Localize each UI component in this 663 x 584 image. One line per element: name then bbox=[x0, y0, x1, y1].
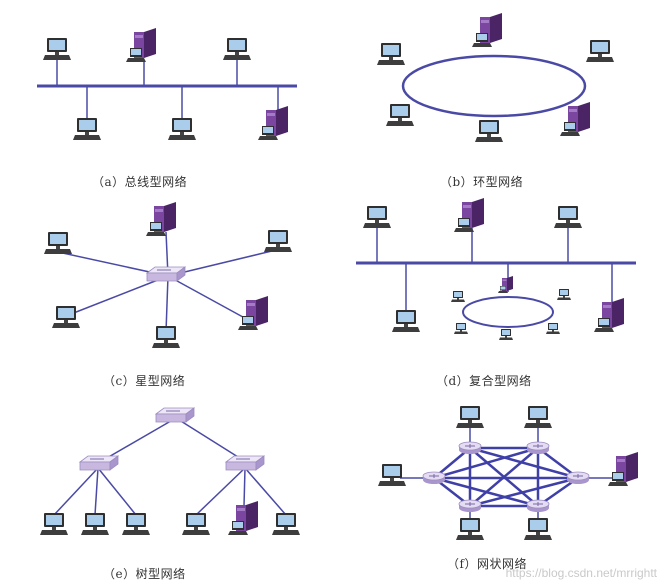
computer-icon bbox=[456, 406, 484, 428]
computer-icon bbox=[451, 291, 465, 302]
router-icon bbox=[458, 499, 482, 513]
computer-icon bbox=[81, 513, 109, 535]
server-icon bbox=[560, 102, 590, 136]
watermark-url: https://blog.csdn.net/mrrightt bbox=[505, 566, 657, 580]
computer-icon bbox=[386, 104, 414, 126]
mesh-network bbox=[378, 406, 638, 540]
server-icon bbox=[258, 106, 288, 140]
computer-icon bbox=[182, 513, 210, 535]
router-icon bbox=[422, 471, 446, 485]
caption-star-network: （c）星型网络 bbox=[103, 374, 186, 388]
computer-icon bbox=[557, 289, 571, 300]
server-icon bbox=[146, 202, 176, 236]
bus-network bbox=[37, 28, 297, 140]
hub-icon bbox=[79, 455, 119, 471]
server-icon bbox=[228, 501, 258, 535]
server-icon bbox=[594, 298, 624, 332]
computer-icon bbox=[499, 329, 513, 340]
hub-icon bbox=[146, 266, 186, 282]
computer-icon bbox=[454, 323, 468, 334]
server-icon bbox=[238, 296, 268, 330]
ring-cable bbox=[401, 54, 587, 118]
computer-icon bbox=[272, 513, 300, 535]
caption-ring-network: （b）环型网络 bbox=[440, 175, 524, 189]
router-icon bbox=[526, 441, 550, 455]
caption-mesh-network: （f）网状网络 bbox=[447, 557, 527, 571]
server-icon bbox=[454, 198, 484, 232]
tree-network bbox=[40, 407, 300, 535]
server-icon bbox=[498, 276, 513, 293]
router-icon bbox=[526, 499, 550, 513]
computer-icon bbox=[43, 38, 71, 60]
caption-hybrid-network: （d）复合型网络 bbox=[436, 374, 532, 388]
computer-icon bbox=[73, 118, 101, 140]
computer-icon bbox=[122, 513, 150, 535]
computer-icon bbox=[554, 206, 582, 228]
computer-icon bbox=[456, 518, 484, 540]
star-network bbox=[44, 202, 292, 348]
hybrid-network bbox=[356, 198, 636, 340]
server-icon bbox=[608, 452, 638, 486]
router-icon bbox=[458, 441, 482, 455]
computer-icon bbox=[524, 518, 552, 540]
computer-icon bbox=[377, 43, 405, 65]
computer-icon bbox=[52, 306, 80, 328]
computer-icon bbox=[546, 323, 560, 334]
computer-icon bbox=[524, 406, 552, 428]
computer-icon bbox=[40, 513, 68, 535]
caption-tree-network: （e）树型网络 bbox=[103, 567, 186, 581]
computer-icon bbox=[475, 120, 503, 142]
computer-icon bbox=[223, 38, 251, 60]
ring-network bbox=[377, 13, 614, 142]
computer-icon bbox=[378, 464, 406, 486]
computer-icon bbox=[168, 118, 196, 140]
server-icon bbox=[126, 28, 156, 62]
computer-icon bbox=[264, 230, 292, 252]
computer-icon bbox=[44, 232, 72, 254]
router-icon bbox=[566, 471, 590, 485]
caption-bus-network: （a）总线型网络 bbox=[92, 175, 188, 189]
hub-icon bbox=[155, 407, 195, 423]
server-icon bbox=[472, 13, 502, 47]
hub-icon bbox=[225, 455, 265, 471]
computer-icon bbox=[152, 326, 180, 348]
computer-icon bbox=[363, 206, 391, 228]
computer-icon bbox=[392, 310, 420, 332]
computer-icon bbox=[586, 40, 614, 62]
ring-cable bbox=[462, 296, 554, 328]
